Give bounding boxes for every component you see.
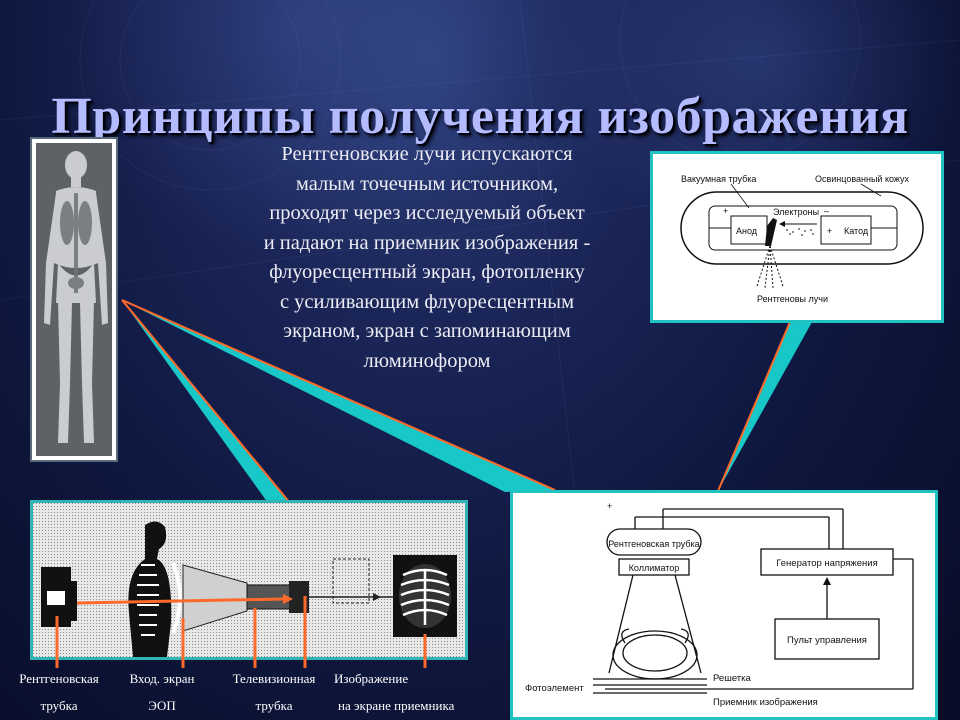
label-generator: Генератор напряжения bbox=[776, 558, 877, 569]
description-line: с усиливающим флуоресцентным bbox=[279, 290, 575, 313]
label-anode: Анод bbox=[736, 226, 758, 236]
label-receiver: Приемник изображения bbox=[713, 697, 818, 708]
caption-receiver-image: Изображение на экране приемника bbox=[328, 665, 498, 719]
label-xray-tube-block: Рентгеновская трубка bbox=[608, 539, 699, 549]
block-minus: – bbox=[656, 511, 661, 521]
caption-line: Телевизионная bbox=[232, 671, 316, 686]
description-line: Рентгеновские лучи испускаются bbox=[281, 143, 573, 165]
caption-line: трубка bbox=[255, 698, 293, 713]
label-collimator: Коллиматор bbox=[629, 563, 680, 573]
label-vacuum-tube: Вакуумная трубка bbox=[681, 174, 756, 184]
label-cathode-minus: – bbox=[824, 206, 829, 216]
label-xrays: Рентгеновы лучи bbox=[757, 294, 828, 304]
caption-input-screen: Вход. экран ЭОП bbox=[112, 665, 212, 719]
body-xray-image bbox=[30, 137, 118, 462]
xray-tube-diagram: Вакуумная трубка Освинцованный кожух Ано… bbox=[650, 151, 944, 323]
label-electrons: Электроны bbox=[773, 207, 819, 217]
caption-line: Вход. экран bbox=[129, 671, 195, 686]
xray-system-block-diagram: + – Рентгеновская трубка Коллиматор Гене… bbox=[510, 490, 938, 720]
description-line: экраном, экран с запоминающим bbox=[283, 320, 571, 342]
label-cathode: Катод bbox=[844, 226, 869, 236]
caption-tv-tube: Телевизионная трубка bbox=[214, 665, 334, 719]
slide-title: Принципы получения изображения bbox=[51, 87, 909, 145]
caption-line: Изображение bbox=[334, 671, 409, 686]
label-cathode-plus: + bbox=[827, 226, 832, 236]
block-plus: + bbox=[607, 501, 612, 511]
caption-line: Рентгеновская bbox=[19, 671, 99, 686]
label-photocell: Фотоэлемент bbox=[525, 683, 584, 694]
skeleton-figure bbox=[44, 151, 108, 443]
caption-line: ЭОП bbox=[148, 698, 176, 713]
label-housing: Освинцованный кожух bbox=[815, 174, 910, 184]
label-anode-plus: + bbox=[723, 206, 728, 216]
description-line: флуоресцентный экран, фотопленку bbox=[269, 261, 585, 283]
description-text: Рентгеновские лучи испускаются малым точ… bbox=[198, 140, 656, 376]
description-line: малым точечным источником, bbox=[295, 172, 559, 195]
label-control-panel: Пульт управления bbox=[787, 635, 867, 646]
caption-line: трубка bbox=[40, 698, 78, 713]
description-line: проходят через исследуемый объект bbox=[269, 202, 585, 224]
description-line: и падают на приемник изображения - bbox=[263, 231, 591, 254]
description-line: люминофором bbox=[363, 349, 491, 372]
label-grid: Решетка bbox=[713, 673, 752, 684]
caption-line: на экране приемника bbox=[338, 698, 455, 713]
caption-xray-tube: Рентгеновская трубка bbox=[4, 665, 114, 719]
fluoroscopy-photo bbox=[30, 500, 468, 660]
